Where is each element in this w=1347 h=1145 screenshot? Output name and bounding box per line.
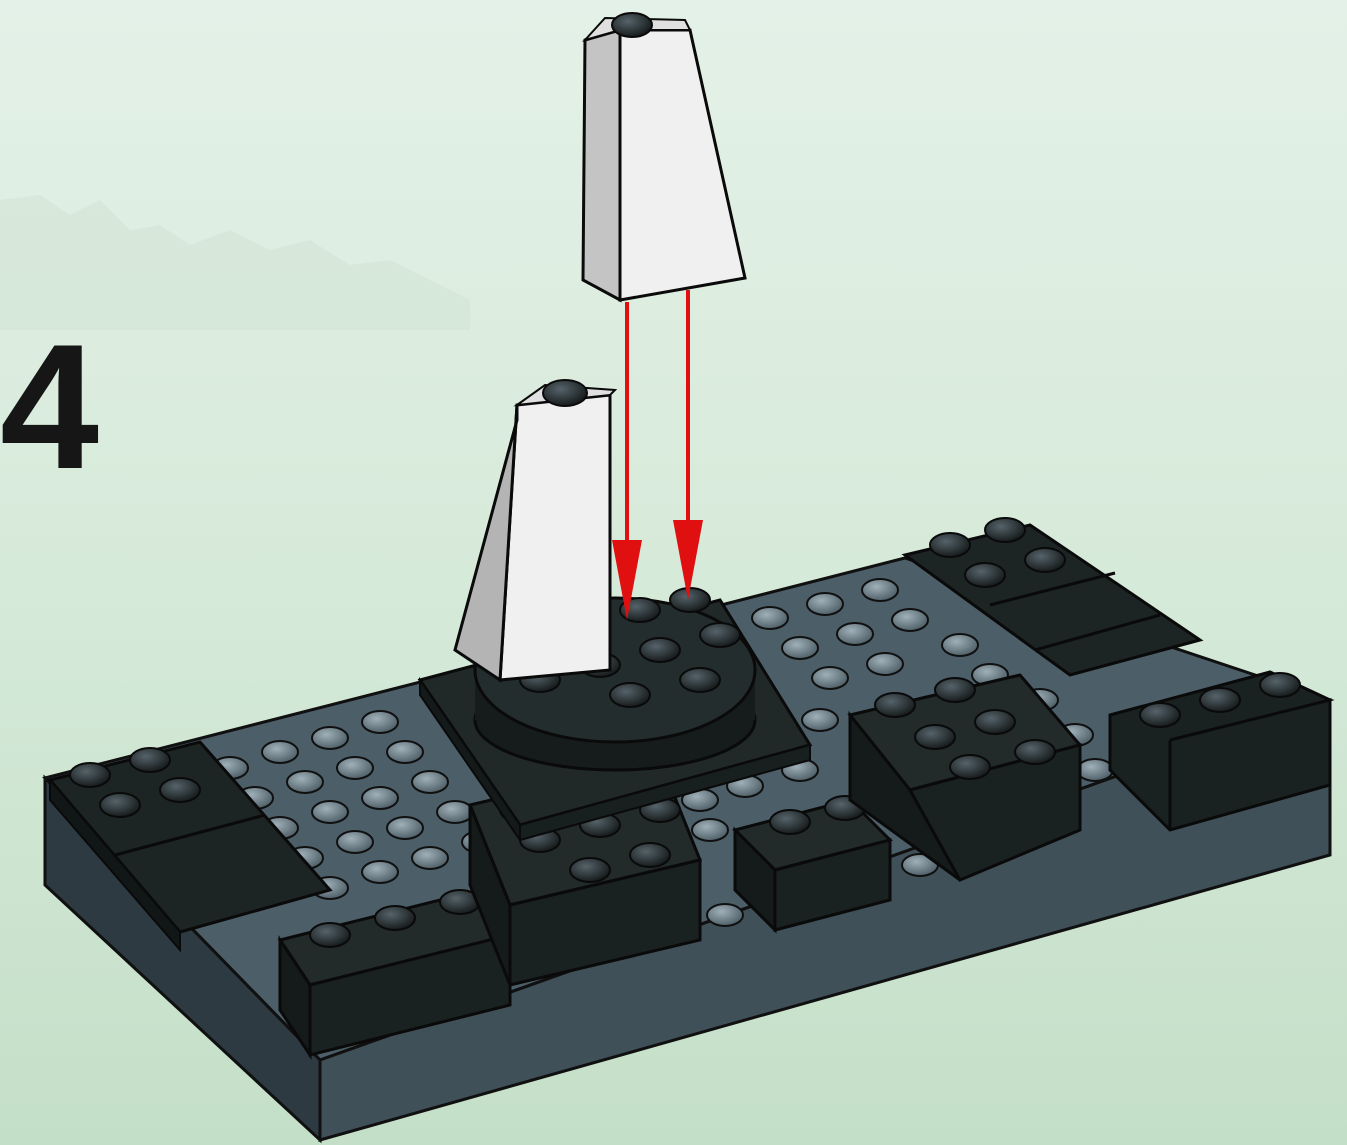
white-slope-placed — [455, 380, 615, 680]
white-slope-incoming — [583, 13, 745, 300]
placement-arrows — [612, 290, 703, 620]
background-skyline — [0, 195, 470, 330]
placement-arrow-right — [673, 290, 703, 600]
placement-arrow-left — [612, 302, 642, 620]
